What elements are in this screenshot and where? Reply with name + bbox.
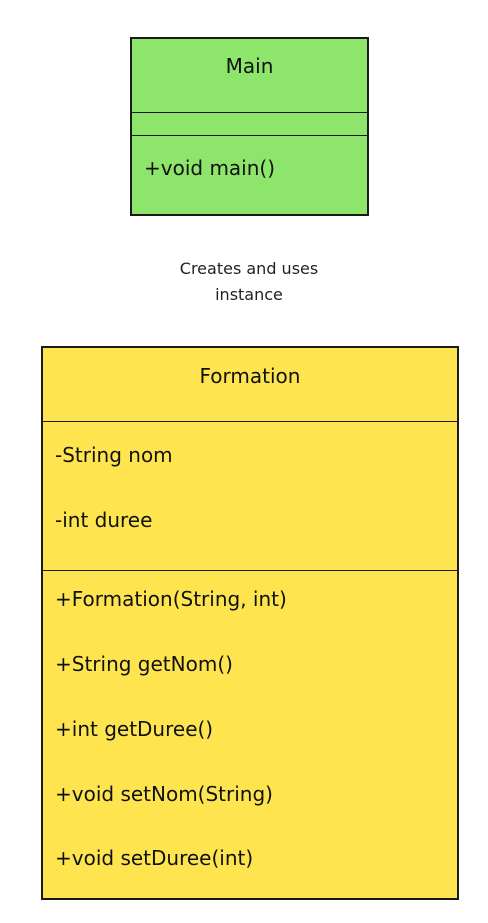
method-get-nom: +String getNom() [55, 652, 233, 676]
method-set-nom: +void setNom(String) [55, 782, 273, 806]
method-constructor: +Formation(String, int) [55, 587, 287, 611]
attribute-nom: -String nom [55, 443, 173, 467]
divider-attributes [43, 570, 457, 571]
class-box-main[interactable]: Main +void main() [130, 37, 369, 216]
attribute-duree: -int duree [55, 508, 153, 532]
divider-header [43, 421, 457, 422]
method-set-duree: +void setDuree(int) [55, 846, 254, 870]
relation-label-line-2: instance [215, 285, 283, 304]
relation-label-line-1: Creates and uses [179, 259, 319, 278]
divider-header [132, 112, 367, 113]
relation-label: Creates and uses instance [120, 256, 378, 308]
class-name-main: Main [225, 54, 274, 78]
method-main: +void main() [144, 156, 276, 180]
divider-attributes [132, 135, 367, 136]
class-name-formation: Formation [199, 364, 301, 388]
class-box-formation[interactable]: Formation -String nom -int duree +Format… [41, 346, 459, 900]
method-get-duree: +int getDuree() [55, 717, 214, 741]
